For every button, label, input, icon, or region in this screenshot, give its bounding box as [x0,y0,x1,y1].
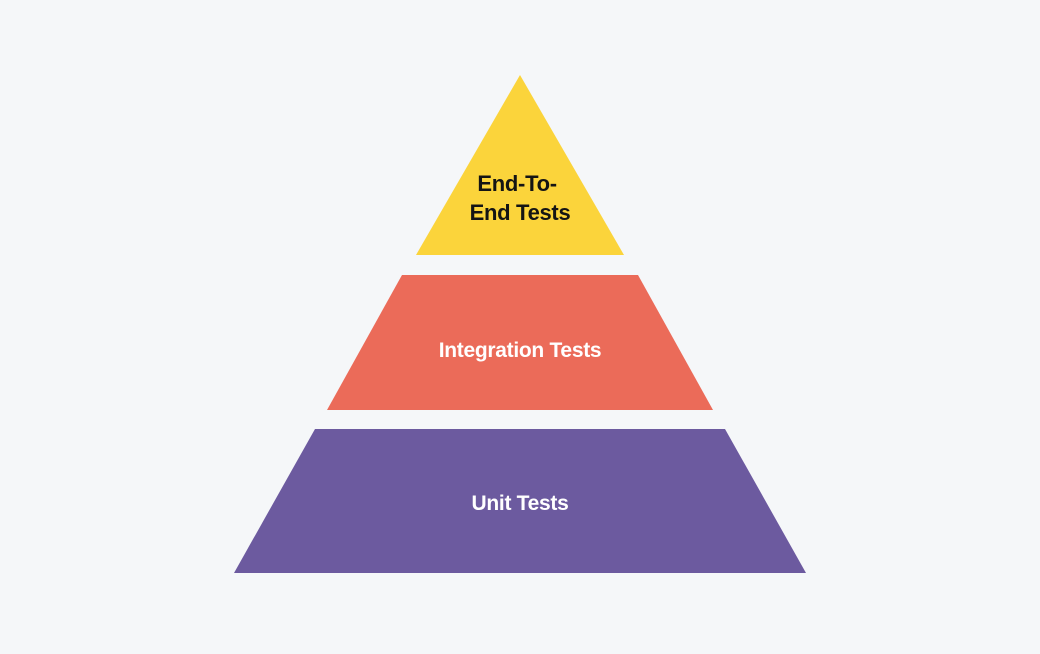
tier-end-to-end-label: End-To- End Tests [470,171,571,225]
tier-integration-label-line-1: Integration Tests [439,339,602,362]
tier-unit-shape [234,429,806,573]
tier-integration-label: Integration Tests [439,339,602,362]
tier-integration: Integration Tests [327,275,713,410]
tier-unit: Unit Tests [234,429,806,573]
tier-unit-label-line-1: Unit Tests [472,492,569,515]
tier-integration-shape [327,275,713,410]
tier-unit-label: Unit Tests [472,492,569,515]
tier-end-to-end: End-To- End Tests [416,75,624,255]
tier-end-to-end-label-line-2: End Tests [470,200,571,225]
tier-end-to-end-shape [416,75,624,255]
tier-end-to-end-label-line-1: End-To- [477,171,556,196]
